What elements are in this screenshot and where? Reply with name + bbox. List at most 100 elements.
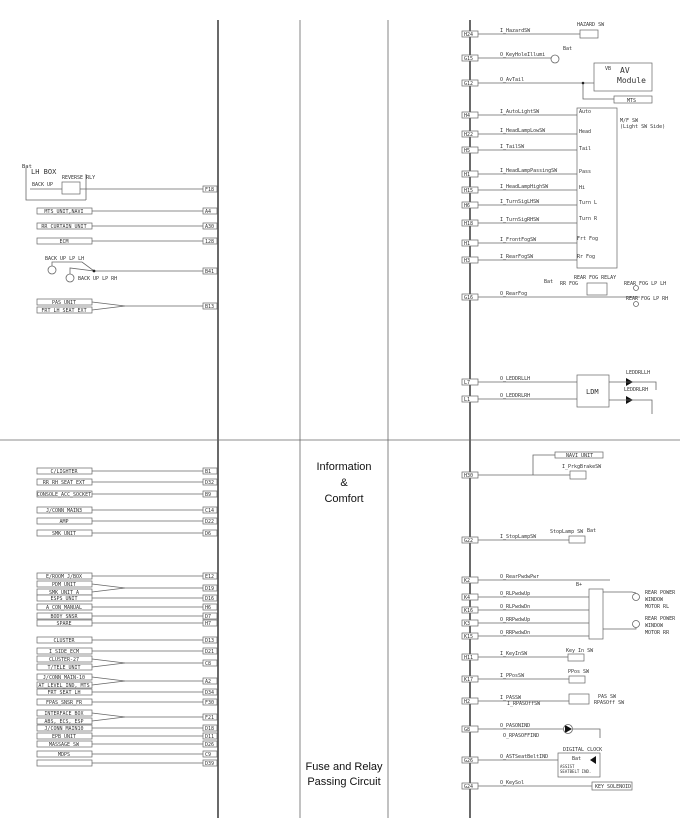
signal-label: I_TurnSigLHSW [500,199,540,205]
motor-rl-label: WINDOW [645,597,664,603]
connector-label: D32 [205,480,214,486]
module-label: RR RH SEAT EXT [43,480,85,486]
ldm-label: LDM [586,388,599,396]
stop-lamp-sw-label: StopLamp SW [550,529,584,535]
connector-label: H1 [464,172,470,178]
mf-sw-label: M/F SW [620,118,639,124]
mts-label: MTS [627,98,636,104]
right-row: K2O_RearPwdwPwr [461,574,610,584]
right-row: H4I_AutoLightSW [461,109,577,119]
module-label: MASSAGE SW [49,742,80,748]
right-row: H30 [461,471,570,479]
module-label: ESPS UNIT [50,596,77,602]
connector-label: H6 [205,605,211,611]
signal-label: O_LEDDRLLH [500,376,530,382]
left-row: E12 E/ROOM J/BOX [36,572,218,580]
section-title-ampersand: & [340,477,348,489]
reverse-relay-label: REVERSE RLY [62,175,95,181]
av-module-label: AV [620,66,630,75]
connector-label: E12 [205,574,214,580]
right-row: H5I_TailSW [461,144,577,154]
module-label: I_SIDE_ECM [49,649,79,655]
signal-label: O_AvTail [500,77,524,83]
left-row: F18 [202,185,218,193]
switch-label: Turn L [579,200,597,206]
module-label: PDM UNIT [52,582,76,588]
pas-switch [568,693,590,705]
module-label: E/ROOM J/BOX [46,574,82,580]
connector-label: G16 [464,295,473,301]
signal-label: O_KeyHoleIllumi [500,52,545,58]
signal-label: O_RearFog [500,291,527,297]
signal-label: I_HeadLampPassingSW [500,168,558,174]
signal-label: O_PASONIND [500,723,530,729]
signal-label: I_AutoLightSW [500,109,540,115]
module-label: BODY SNSR [50,614,78,620]
connector-label: F18 [205,187,214,193]
key-in-sw-label: Key In SW [566,648,594,654]
right-row: K4O_RLPwdwUp [461,591,589,601]
signal-label: O_RLPwdwUp [500,591,530,597]
signal-label: I_FrontFogSW [500,237,537,243]
digital-clock-label: DIGITAL CLOCK [563,747,602,753]
connector-pin [202,185,218,193]
connector-label: C9 [205,752,211,758]
switch-label: Head [579,129,591,135]
connector-label: K2 [464,578,470,584]
switch-label: Hi [579,185,585,191]
lamp-icon [550,54,560,64]
rr-fog-fuse-label: RR FOG [560,281,578,287]
b-plus-label: B+ [576,582,582,588]
connector-label: D7 [205,614,211,620]
signal-label: O_RRPwdwDn [500,630,530,636]
section-title-fuse-relay: Fuse and Relay [305,761,383,773]
key-solenoid-label: KEY SOLENOID [595,784,631,790]
left-row: D7 BODY SNSR [36,612,218,620]
connector-label: H22 [464,132,473,138]
rear-fog-relay-label: REAR FOG RELAY [574,275,616,281]
left-row: H6A_CON_MANUAL [36,603,218,611]
right-components: HAZARD SW Bat VB AV Module MTS M/F SW (L… [503,22,676,791]
module-label: INTERFACE BOX [44,711,83,717]
window-relay-block [588,588,604,640]
mts-box [613,95,653,104]
mf-sw-side-label: (Light SW Side) [620,124,665,130]
connector-label: C14 [205,508,214,514]
left-row: B41 [202,267,218,275]
right-row: K3O_RRPwdwUp [461,617,589,627]
connector-label: A4 [205,209,211,215]
lh-box-label: LH BOX [31,168,57,176]
backup-lamp-rh-label: BACK UP LP RH [78,276,117,282]
lamp-icon [65,273,75,283]
connector-label: 128 [205,239,214,245]
module-label: AMP [59,519,68,525]
connector-label: B13 [205,304,214,310]
connector-label: H24 [464,32,473,38]
module-label: J/CONN MAIN10 [44,726,83,732]
led-icon [565,725,572,733]
module-label: SMK UNIT [52,531,76,537]
connector-label: K15 [464,634,473,640]
connector-label: K3 [464,621,470,627]
parking-brake-switch [569,470,587,480]
right-row: H6I_TurnSigLHSW [461,199,577,209]
connector-label: H7 [205,621,211,627]
motor-rr-label: MOTOR RR [645,630,670,636]
module-label: EPB UNIT [52,734,76,740]
assist-seatbelt-label: ASSIST [560,764,575,769]
